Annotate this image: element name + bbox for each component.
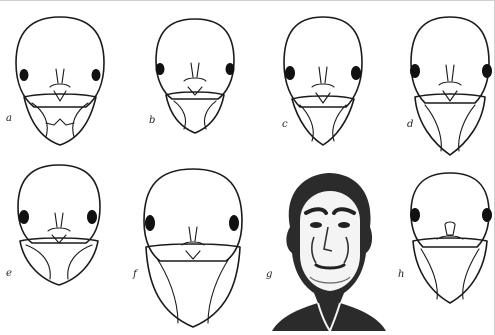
figure-label-f: f	[133, 269, 137, 280]
figure-label-e: e	[6, 268, 12, 279]
ant-head-figure-d	[405, 13, 495, 163]
ant-head-figure-b	[150, 15, 240, 140]
figure-label-g: g	[266, 269, 272, 280]
figure-label-a: a	[6, 113, 12, 124]
ant-head-figure-c	[278, 13, 368, 153]
figure-label-h: h	[398, 269, 404, 280]
ant-head-figure-h	[405, 169, 495, 309]
ant-head-figure-e	[12, 161, 107, 291]
portrait-figure-g	[270, 167, 388, 332]
figure-label-c: c	[282, 119, 288, 130]
ant-head-figure-a	[10, 13, 110, 153]
figure-label-b: b	[149, 115, 155, 126]
ant-head-figure-f	[138, 165, 248, 333]
figure-label-d: d	[407, 119, 413, 130]
